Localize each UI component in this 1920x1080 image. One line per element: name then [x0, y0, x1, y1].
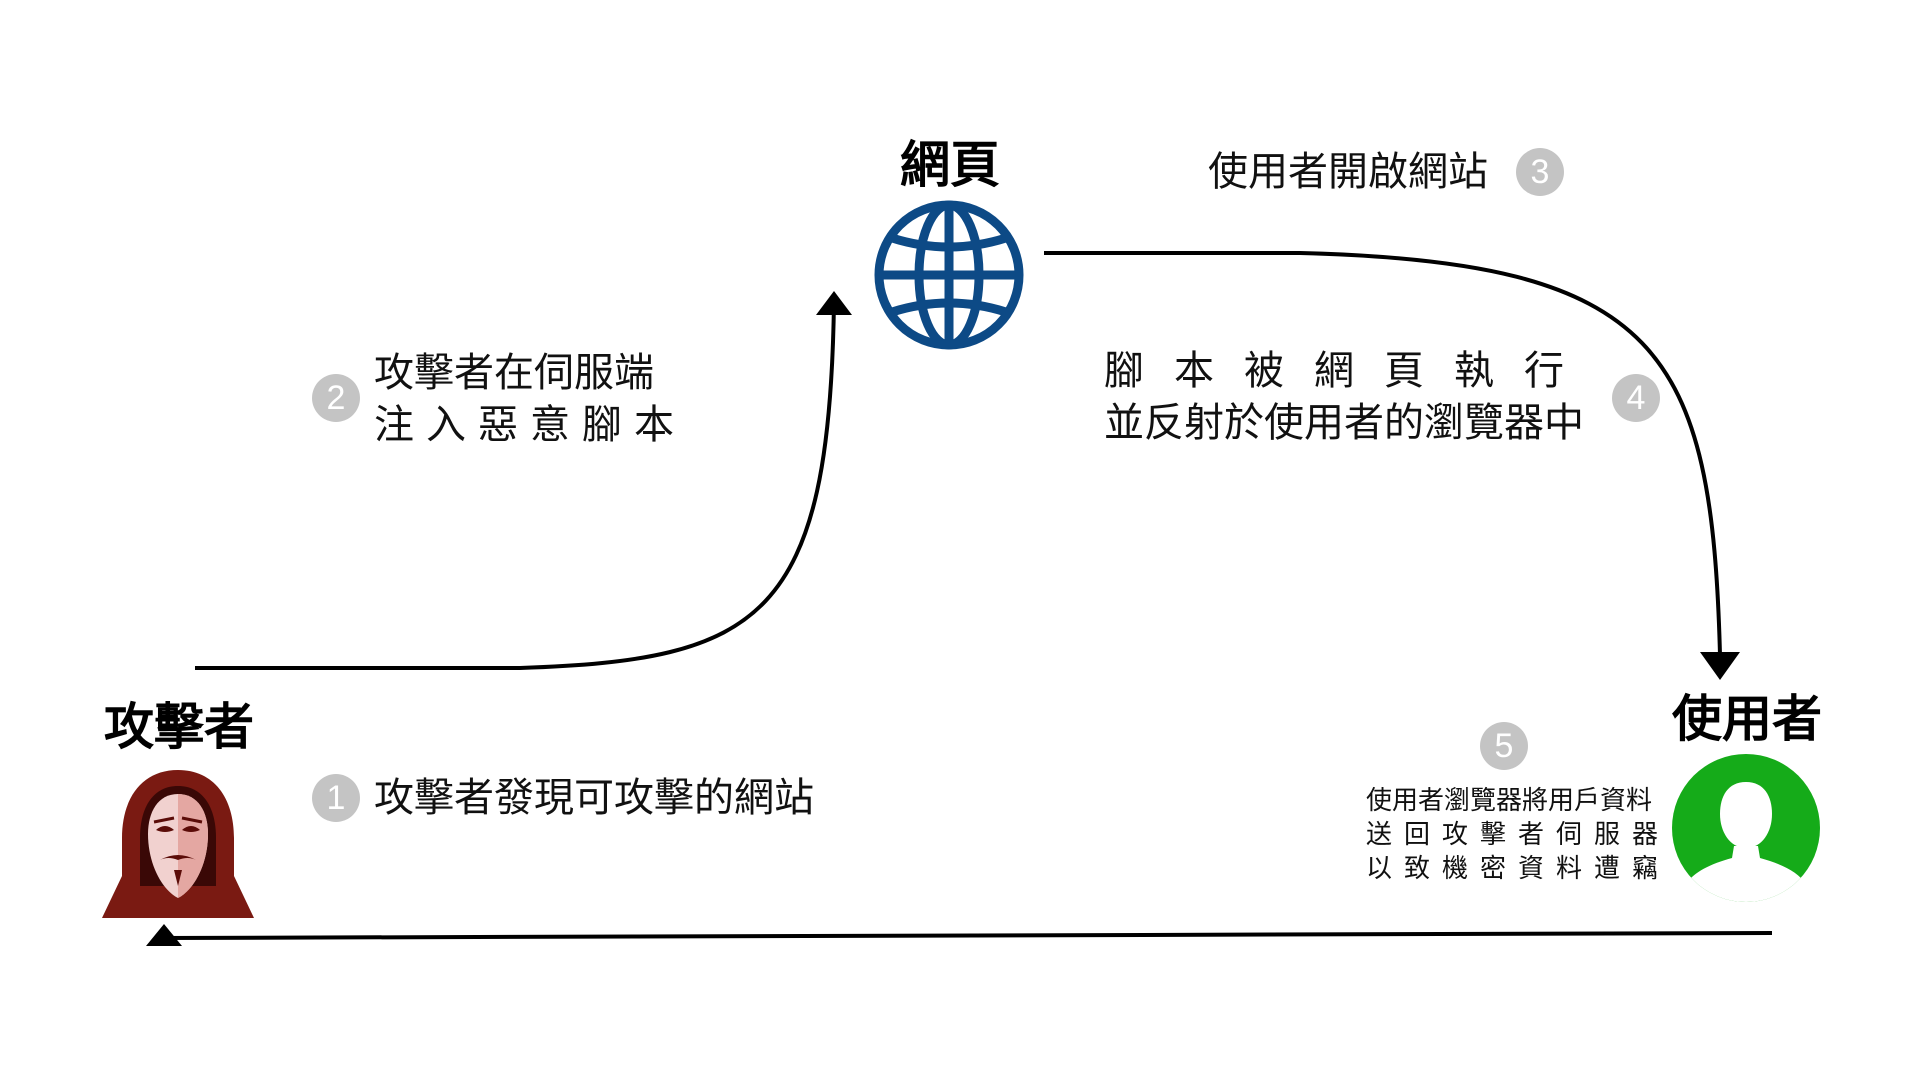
- step-1-line-1: 攻擊者發現可攻擊的網站: [374, 775, 814, 821]
- user-title: 使用者: [1672, 690, 1822, 748]
- step-3-text: 使用者開啟網站: [1208, 146, 1488, 198]
- arrowhead-down-user: [1700, 652, 1740, 680]
- step-5-line-3: 以致機密資料遭竊: [1366, 854, 1671, 884]
- step-5-text: 使用者瀏覽器將用戶資料 送回攻擊者伺服器 以致機密資料遭竊: [1366, 784, 1670, 886]
- step-5-badge: 5: [1480, 722, 1528, 770]
- user-avatar-icon: [1672, 754, 1820, 902]
- arrow-user-to-attacker: [159, 931, 1773, 940]
- step-3-line-1: 使用者開啟網站: [1208, 149, 1488, 195]
- step-4-line-2: 並反射於使用者的瀏覽器中: [1104, 400, 1584, 446]
- step-2-line-2: 注入惡意腳本: [374, 402, 686, 448]
- step-5-line-2: 送回攻擊者伺服器: [1366, 820, 1671, 850]
- step-1-badge: 1: [312, 774, 360, 822]
- step-2-text: 攻擊者在伺服端 注入惡意腳本: [374, 347, 686, 451]
- arrowhead-up-webpage: [816, 291, 852, 315]
- step-4-text: 腳本被網頁執行 並反射於使用者的瀏覽器中: [1104, 345, 1594, 449]
- attacker-title: 攻擊者: [104, 698, 254, 756]
- globe-icon: [872, 198, 1026, 352]
- step-3-badge: 3: [1516, 148, 1564, 196]
- arrow-webpage-to-user: [1044, 251, 1722, 656]
- step-2-badge: 2: [312, 374, 360, 422]
- arrow-attacker-to-webpage: [195, 299, 836, 670]
- arrowhead-up-attacker: [146, 924, 182, 946]
- step-4-line-1: 腳本被網頁執行: [1104, 348, 1594, 394]
- step-5-line-1: 使用者瀏覽器將用戶資料: [1366, 786, 1653, 816]
- step-1-text: 攻擊者發現可攻擊的網站: [374, 772, 814, 824]
- step-4-badge: 4: [1612, 374, 1660, 422]
- webpage-title: 網頁: [900, 136, 1000, 194]
- step-2-line-1: 攻擊者在伺服端: [374, 350, 654, 396]
- hooded-hacker-icon: [102, 768, 254, 918]
